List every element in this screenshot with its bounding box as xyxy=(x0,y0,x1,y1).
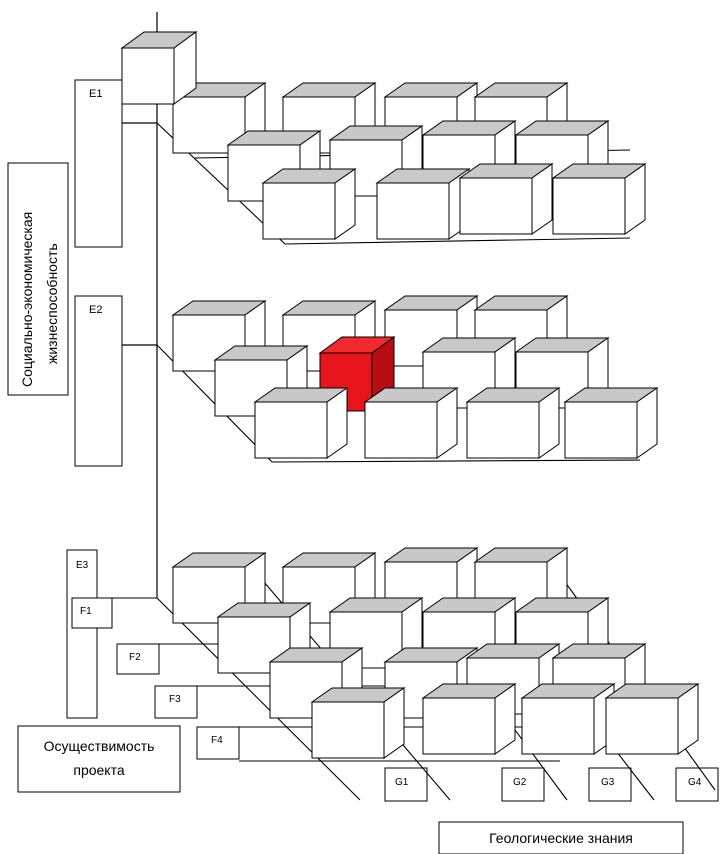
cube-e2 xyxy=(253,387,349,459)
f3-label: F3 xyxy=(169,694,181,705)
f3-box xyxy=(154,685,198,719)
cube-front-face xyxy=(422,697,496,755)
axis-top-cube xyxy=(120,31,198,105)
vertical-axis-title: Социально-экономическая жизнеспособность xyxy=(7,162,69,396)
horizontal-title: Геологические знания xyxy=(489,830,633,846)
g1-label: G1 xyxy=(395,777,409,788)
cube-e2 xyxy=(363,387,459,459)
cube-front-face xyxy=(605,697,679,755)
vertical-title-box xyxy=(7,162,69,396)
e3-label: E3 xyxy=(76,560,89,571)
f4-box xyxy=(196,726,240,760)
cube-e1 xyxy=(551,163,647,235)
cube-layer-e2 xyxy=(156,295,659,463)
e2-box xyxy=(74,295,123,467)
vertical-title-line1: Социально-экономическая xyxy=(19,212,35,387)
g1-box xyxy=(384,767,428,802)
g3-box xyxy=(588,767,632,802)
depth-axis-title: Осуществимость проекта xyxy=(17,725,181,793)
horizontal-title-box xyxy=(438,821,684,854)
e3-box xyxy=(66,549,98,719)
vertical-title-line2: жизнеспособность xyxy=(44,243,60,364)
f4-label: F4 xyxy=(211,735,223,746)
cube-front-face xyxy=(311,701,385,759)
cube-e3 xyxy=(520,683,616,755)
cube-e2 xyxy=(563,387,659,459)
g3-label: G3 xyxy=(601,777,615,788)
plate-front-edge xyxy=(271,459,641,463)
g2-box xyxy=(501,767,545,802)
e1-box xyxy=(74,79,123,248)
cube-layer-e1 xyxy=(156,82,647,245)
axis-lines xyxy=(122,12,158,598)
f1-box xyxy=(71,597,113,629)
depth-title-box xyxy=(17,725,181,793)
f2-label: F2 xyxy=(129,652,141,663)
cube-front-face xyxy=(262,182,336,240)
axis-cube xyxy=(120,31,198,105)
cube-e2 xyxy=(465,387,561,459)
cube-e1 xyxy=(458,163,554,235)
cube-e3 xyxy=(604,683,700,755)
g2-label: G2 xyxy=(513,777,527,788)
cube-e1 xyxy=(261,168,357,240)
cube-front-face xyxy=(459,177,533,235)
f-axis: F1 F2 F3 F4 xyxy=(71,597,240,760)
cube-front-face xyxy=(564,401,638,459)
f1-label: F1 xyxy=(80,606,92,617)
plate-front-edge xyxy=(284,237,631,245)
plate-diagonal-f xyxy=(156,597,361,801)
cube-e2 xyxy=(171,300,267,372)
g-axis: G1 G2 G3 G4 xyxy=(384,767,719,802)
g4-label: G4 xyxy=(688,777,702,788)
cube-front-face xyxy=(376,182,450,240)
e1-label: E1 xyxy=(89,88,102,100)
cube-front-face xyxy=(364,401,438,459)
depth-title-line1: Осуществимость xyxy=(44,738,155,754)
highlighted-red-cube xyxy=(318,336,396,412)
cube-e3 xyxy=(310,687,406,759)
depth-title-line2: проекта xyxy=(73,762,124,778)
cube-e3 xyxy=(421,683,517,755)
horizontal-axis-title: Геологические знания xyxy=(438,821,684,854)
e2-label: E2 xyxy=(89,304,102,316)
f2-box xyxy=(116,643,160,675)
e-axis: E1 E2 E3 xyxy=(66,79,123,719)
cube-e1 xyxy=(375,168,471,240)
cube-front-face xyxy=(552,177,626,235)
cube-layer-e3 xyxy=(112,547,716,801)
cube-front-face xyxy=(254,401,328,459)
cube-front-face xyxy=(121,47,175,105)
cube-front-face xyxy=(521,697,595,755)
cube-front-face xyxy=(466,401,540,459)
